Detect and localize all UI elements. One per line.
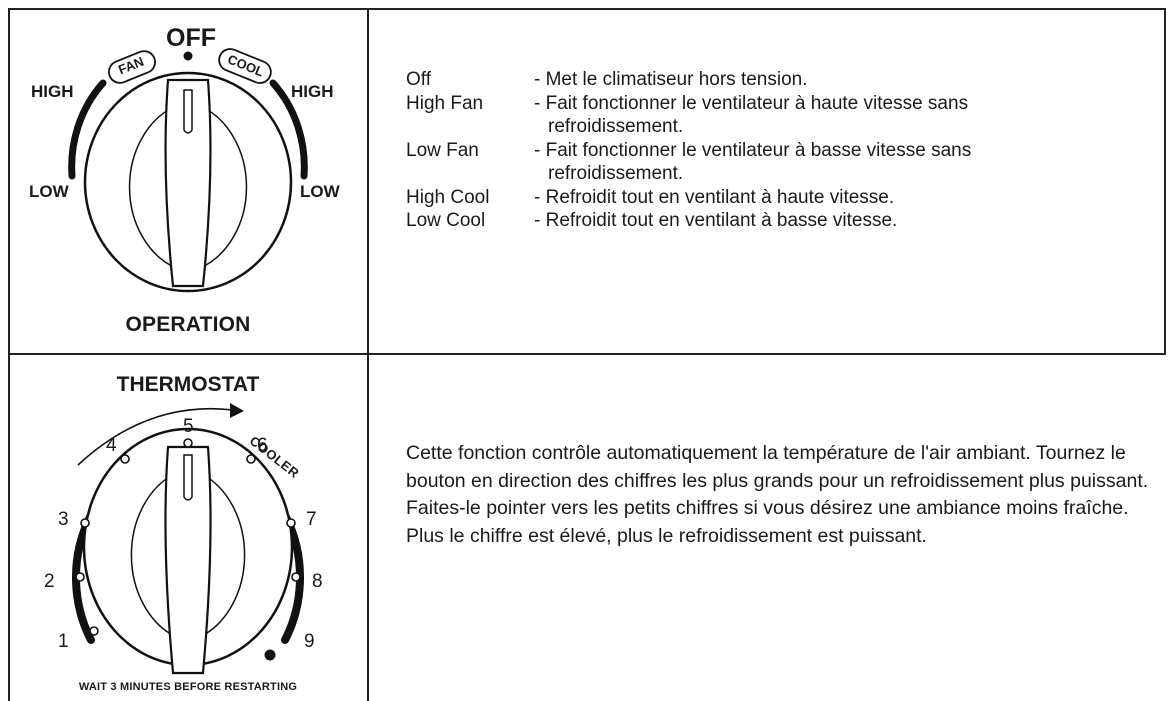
instruction-table: OFF HIGH HIGH LOW LOW FAN COOL OPERATION… (8, 8, 1166, 701)
cooler-direction-arc (77, 407, 234, 466)
scale-number-2: 2 (44, 571, 55, 592)
position-dot-1 (89, 626, 99, 636)
position-dot-2 (75, 572, 85, 582)
cool-badge (218, 48, 272, 84)
position-dot-6 (246, 454, 256, 464)
position-dot-3 (80, 518, 90, 528)
definition-row: Off - Met le climatiseur hors tension. (406, 68, 1094, 92)
definition-term: High Fan (406, 92, 484, 114)
low-right-label: LOW (300, 182, 340, 201)
definition-row: High Cool - Refroidit tout en ventilant … (406, 186, 1094, 210)
operation-caption: OPERATION (125, 313, 251, 336)
position-dot-9 (264, 649, 276, 661)
table-right-border (1164, 8, 1166, 354)
fan-badge (108, 50, 156, 84)
thermostat-title: THERMOSTAT (116, 373, 260, 396)
definition-desc: - Fait fonctionner le ventilateur à haut… (534, 92, 969, 114)
definition-desc: - Met le climatiseur hors tension. (534, 69, 808, 90)
position-dot-7 (286, 518, 296, 528)
definition-row: Low Fan - Fait fonctionner le ventilateu… (406, 139, 1094, 186)
table-left-border (8, 8, 10, 701)
scale-number-8: 8 (312, 571, 323, 592)
table-top-border (8, 8, 1166, 10)
position-dot-8 (291, 572, 301, 582)
off-label: OFF (166, 24, 216, 52)
definition-desc-continued: refroidissement. (548, 116, 684, 137)
definition-term: High Cool (406, 186, 490, 208)
scale-number-9: 9 (304, 631, 315, 652)
thermostat-description: Cette fonction contrôle automatiquement … (406, 442, 1149, 547)
scale-number-7: 7 (306, 509, 317, 530)
definition-desc: - Refroidit tout en ventilant à haute vi… (534, 186, 895, 208)
off-indicator-dot (183, 51, 193, 61)
definition-term: Low Cool (406, 210, 486, 231)
wait-caption: WAIT 3 MINUTES BEFORE RESTARTING (78, 681, 298, 693)
thermostat-knob-pointer (183, 454, 193, 501)
scale-number-3: 3 (58, 509, 69, 530)
thermostat-dial-cell: THERMOSTAT (8, 355, 368, 701)
definition-desc-continued: refroidissement. (548, 163, 684, 184)
operation-knob-grip (164, 78, 212, 288)
position-dot-4 (120, 454, 130, 464)
low-left-label: LOW (29, 182, 69, 201)
operation-right-arc (269, 79, 308, 180)
cooler-arrow-head (230, 403, 244, 418)
definition-row: High Fan - Fait fonctionner le ventilate… (406, 92, 1094, 139)
high-right-label: HIGH (291, 82, 334, 101)
scale-number-6: 6 (257, 435, 268, 456)
scale-number-1: 1 (58, 631, 69, 652)
definition-row: Low Cool - Refroidit tout en ventilant à… (406, 209, 1094, 233)
position-dots (75, 438, 301, 636)
scale-number-5: 5 (183, 416, 194, 437)
definition-term: Off (406, 69, 431, 90)
operation-dial-cell: OFF HIGH HIGH LOW LOW FAN COOL OPERATION (8, 8, 368, 353)
thermostat-knob-grip (164, 445, 212, 675)
definition-desc: - Fait fonctionner le ventilateur à bass… (534, 139, 972, 161)
operation-definitions: Off - Met le climatiseur hors tension. H… (406, 68, 1094, 233)
high-left-label: HIGH (31, 82, 74, 101)
table-column-divider (367, 8, 369, 701)
thermostat-dial-illustration (72, 403, 304, 675)
definition-term: Low Fan (406, 139, 479, 161)
definition-desc: - Refroidit tout en ventilant à basse vi… (534, 210, 898, 231)
table-middle-border (8, 353, 1166, 355)
operation-left-arc (68, 79, 107, 180)
position-dot-5 (183, 438, 193, 448)
operation-dial-illustration (68, 48, 308, 293)
scale-number-4: 4 (106, 435, 117, 456)
operation-knob-pointer (183, 89, 193, 134)
